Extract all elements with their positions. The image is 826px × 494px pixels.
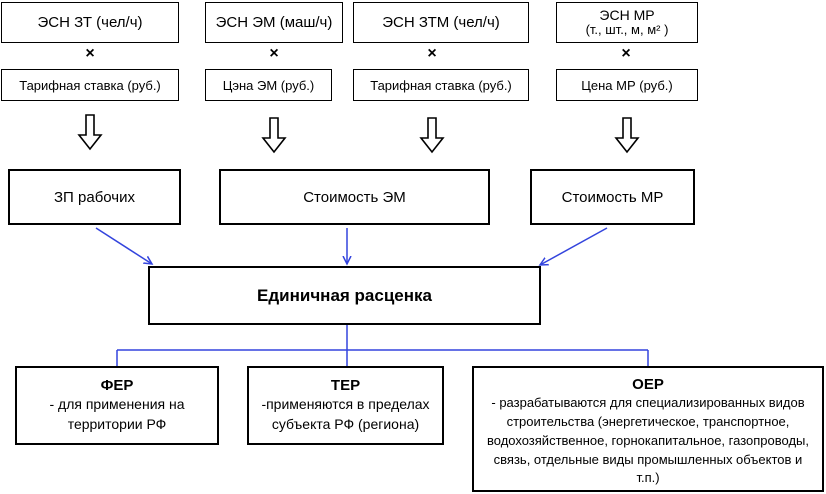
zp-workers-label: ЗП рабочих	[54, 188, 135, 206]
multiply-sign-1: ×	[85, 45, 95, 62]
arrow-zp-to-center	[95, 227, 152, 264]
arrow-mr-to-center	[540, 227, 608, 265]
down-arrow-icon-1	[77, 114, 103, 151]
oer-line5: т.п.)	[636, 470, 660, 486]
down-arrow-icon-3	[419, 117, 445, 154]
esn-zt-label: ЭСН ЗТ (чел/ч)	[37, 14, 143, 31]
oer-line4: связь, отдельные виды промышленных объек…	[493, 451, 803, 467]
ter-line2: субъекта РФ (региона)	[271, 416, 420, 432]
rate-label-1: Тарифная ставка (руб.)	[19, 77, 161, 93]
zp-workers-box: ЗП рабочих	[8, 169, 181, 225]
mr-price-label: Цена МР (руб.)	[581, 77, 673, 93]
multiply-sign-3: ×	[427, 45, 437, 62]
ter-title: ТЕР	[330, 377, 361, 394]
down-arrow-icon-2	[261, 117, 287, 154]
esn-em-label: ЭСН ЭМ (маш/ч)	[215, 14, 333, 31]
esn-mr-box: ЭСН МР (т., шт., м, м² )	[556, 2, 698, 43]
multiply-sign-4: ×	[621, 45, 631, 62]
mr-price-box: Цена МР (руб.)	[556, 69, 698, 101]
rate-box-1: Тарифная ставка (руб.)	[1, 69, 179, 101]
oer-line2: строительства (энергетическое, транспорт…	[506, 413, 790, 429]
ter-line1: -применяются в пределах	[261, 396, 430, 412]
esn-ztm-label: ЭСН ЗТМ (чел/ч)	[382, 14, 500, 31]
esn-zt-box: ЭСН ЗТ (чел/ч)	[1, 2, 179, 43]
rate-label-2: Тарифная ставка (руб.)	[370, 77, 512, 93]
ter-box: ТЕР -применяются в пределах субъекта РФ …	[247, 366, 444, 445]
em-cost-box: Стоимость ЭМ	[219, 169, 490, 225]
mr-cost-label: Стоимость МР	[561, 188, 664, 206]
center-to-bottom-connector	[116, 325, 649, 366]
esn-ztm-box: ЭСН ЗТМ (чел/ч)	[353, 2, 529, 43]
fer-line1: - для применения на	[49, 396, 185, 412]
fer-title: ФЕР	[100, 377, 134, 394]
oer-box: ОЕР - разрабатываются для специализирова…	[472, 366, 824, 492]
esn-mr-units: (т., шт., м, м² )	[585, 22, 669, 38]
oer-title: ОЕР	[632, 376, 664, 393]
esn-mr-label: ЭСН МР	[599, 6, 655, 23]
oer-line3: водохозяйственное, горнокапитальное, газ…	[487, 432, 809, 448]
em-price-box: Цэна ЭМ (руб.)	[205, 69, 332, 101]
em-price-label: Цэна ЭМ (руб.)	[222, 77, 315, 93]
multiply-sign-2: ×	[269, 45, 279, 62]
em-cost-label: Стоимость ЭМ	[303, 188, 406, 206]
rate-box-2: Тарифная ставка (руб.)	[353, 69, 529, 101]
unit-rate-title: Единичная расценка	[257, 285, 432, 305]
fer-line2: территории РФ	[67, 416, 167, 432]
down-arrow-icon-4	[614, 117, 640, 154]
oer-line1: - разрабатываются для специализированных…	[491, 395, 805, 410]
fer-box: ФЕР - для применения на территории РФ	[15, 366, 219, 445]
mr-cost-box: Стоимость МР	[530, 169, 695, 225]
esn-em-box: ЭСН ЭМ (маш/ч)	[205, 2, 343, 43]
unit-rate-box: Единичная расценка	[148, 266, 541, 325]
